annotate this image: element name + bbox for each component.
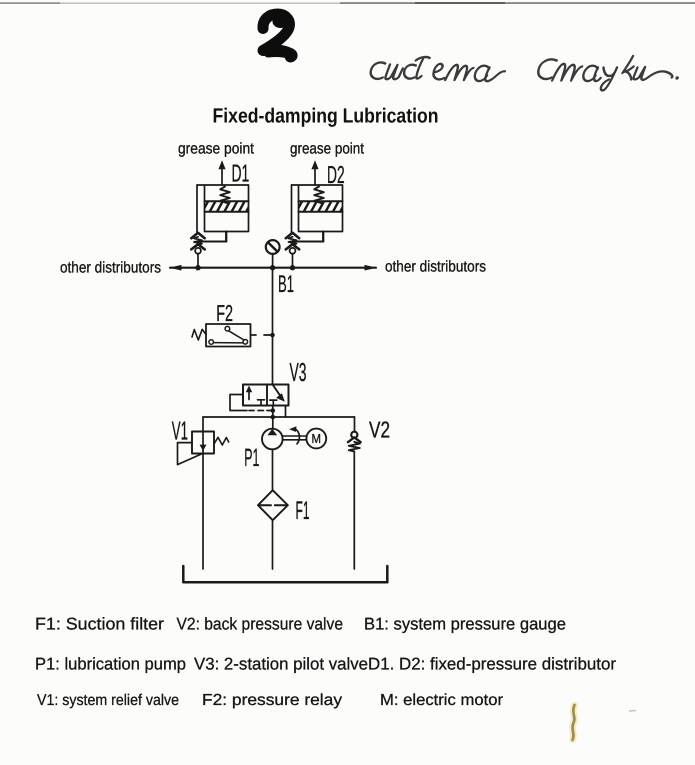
- svg-text:V2: V2: [369, 417, 390, 443]
- svg-text:M: electric motor: M: electric motor: [380, 692, 504, 709]
- svg-text:V1: system relief valve: V1: system relief valve: [37, 692, 179, 709]
- svg-text:F2: pressure relay: F2: pressure relay: [202, 692, 342, 709]
- svg-text:other distributors: other distributors: [385, 259, 486, 276]
- svg-text:D2: D2: [327, 162, 345, 189]
- svg-text:P1: lubrication pump: P1: lubrication pump: [35, 655, 186, 674]
- svg-text:V1: V1: [172, 416, 188, 446]
- svg-text:P1: P1: [244, 444, 259, 472]
- svg-text:V3: 2-station pilot valve: V3: 2-station pilot valve: [194, 655, 368, 674]
- svg-text:F2: F2: [216, 300, 233, 326]
- svg-text:V3: V3: [290, 357, 307, 387]
- svg-text:B1: B1: [278, 271, 294, 298]
- svg-text:grease point: grease point: [290, 141, 365, 158]
- svg-text:D1. D2: fixed-pressure distrib: D1. D2: fixed-pressure distributor: [368, 655, 616, 674]
- svg-text:Fixed-damping Lubrication: Fixed-damping Lubrication: [213, 105, 439, 128]
- svg-text:F1: Suction filter: F1: Suction filter: [35, 615, 164, 634]
- svg-text:F1: F1: [296, 497, 310, 525]
- svg-text:D1: D1: [232, 160, 250, 187]
- svg-text:grease point: grease point: [178, 141, 255, 158]
- svg-text:V2: back pressure valve: V2: back pressure valve: [177, 615, 344, 634]
- svg-text:M: M: [312, 431, 322, 446]
- svg-text:other distributors: other distributors: [60, 260, 161, 277]
- svg-text:B1: system pressure gauge: B1: system pressure gauge: [364, 615, 566, 634]
